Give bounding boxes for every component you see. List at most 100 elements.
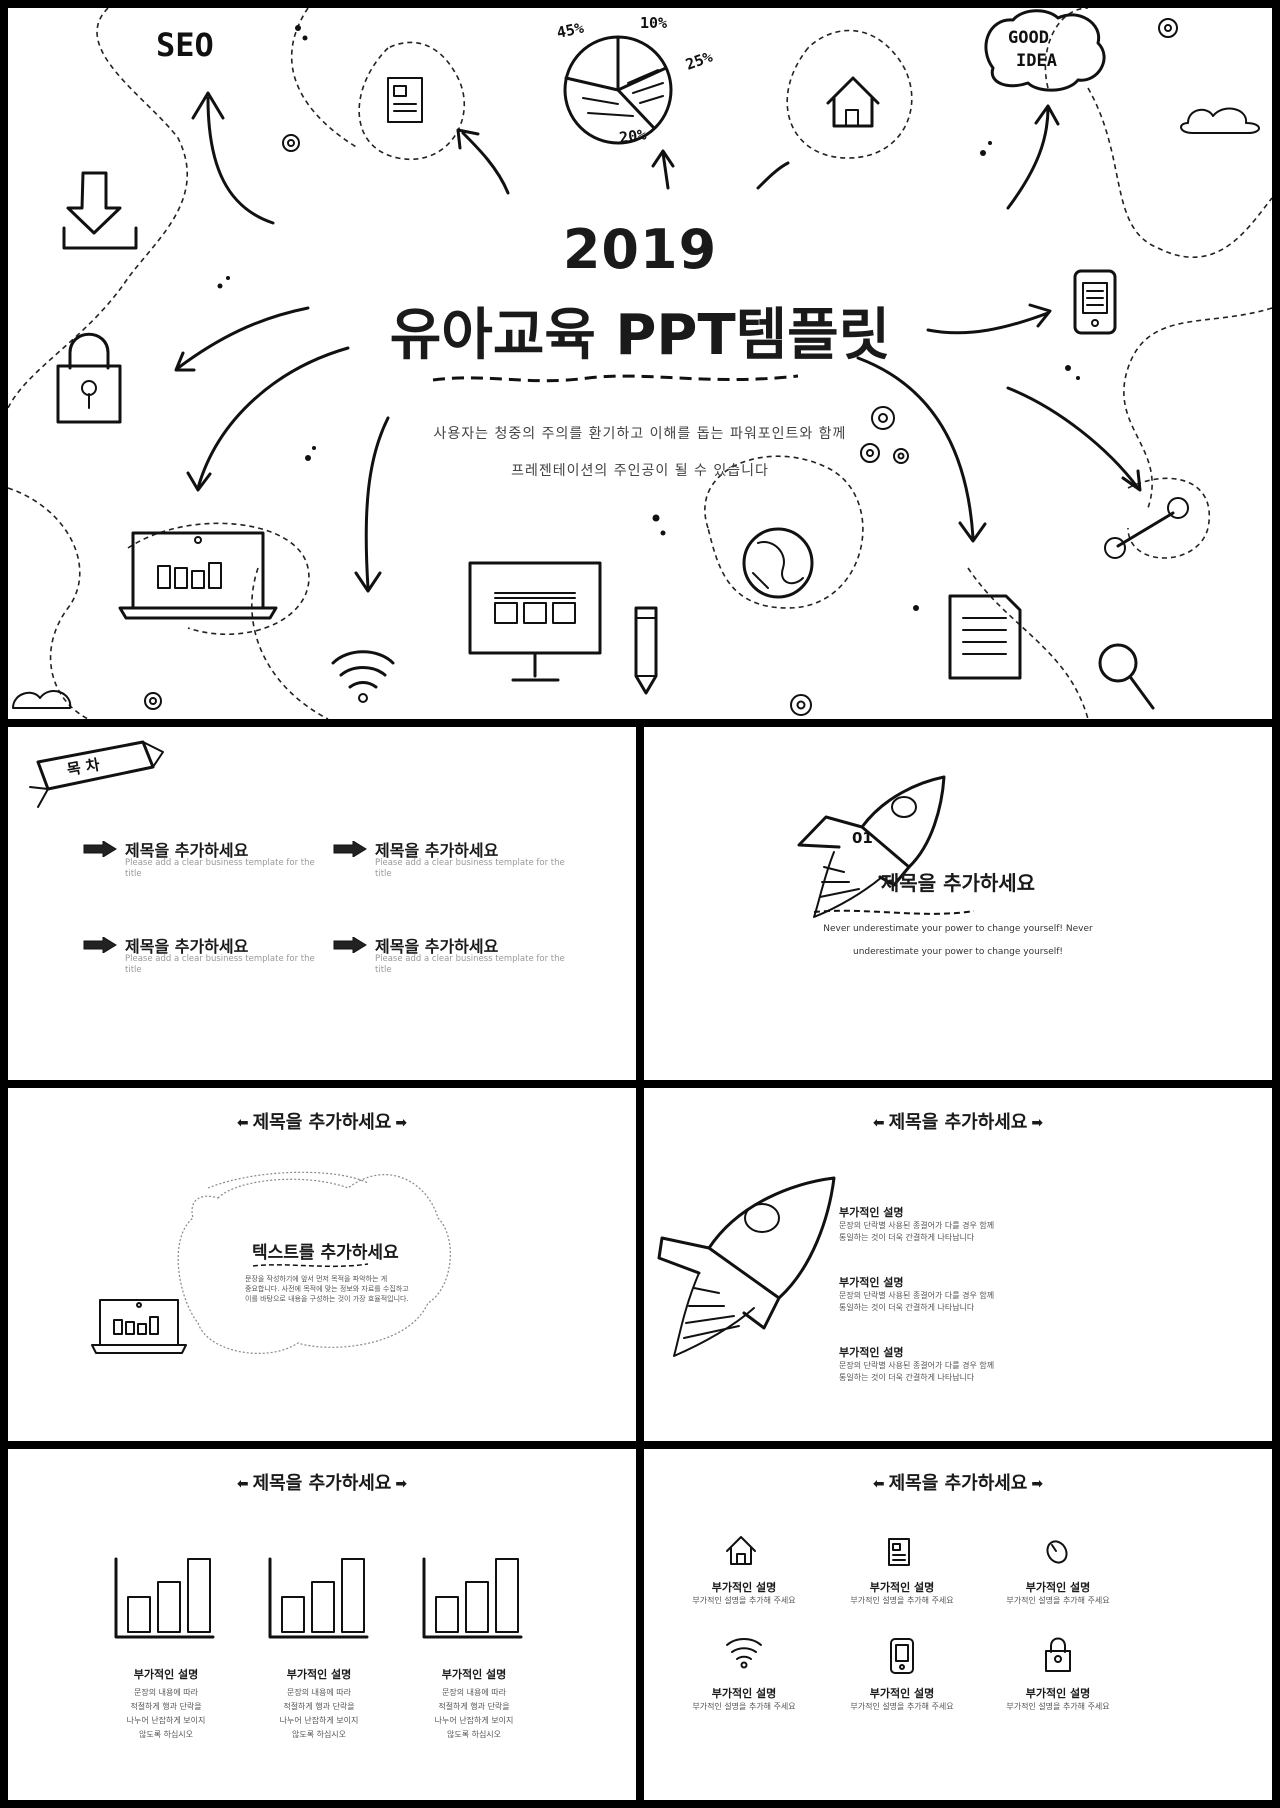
bar-chart-icon [114,1557,215,1639]
pie-label-25: 25% [683,48,715,74]
phone-icon [890,1638,914,1674]
gear-icon [893,448,909,464]
gear-icon [144,692,162,710]
toc-item-title: 제목을 추가하세요 [125,937,249,956]
grid-item-5: 부가적인 설명 부가적인 설명을 추가해 주세요 [822,1685,982,1713]
magnifier-icon [1098,643,1155,710]
arrow-right-icon [83,937,117,953]
file-icon [948,594,1022,680]
caption-line: 않도록 하십시오 [138,1730,194,1739]
caption-text: 문장의 내용에 따라 적절하게 행과 단락을 나누어 난잡하게 보이지 않도록 … [404,1686,544,1742]
globe-icon [742,527,814,599]
wifi-icon [726,1638,762,1669]
grid-item-label: 부가적인 설명 [1025,1687,1091,1700]
phone-icon [1073,269,1117,335]
caption-line: 나누어 난잡하게 보이지 [126,1716,206,1725]
caption-text: 문장의 내용에 따라 적절하게 행과 단락을 나누어 난잡하게 보이지 않도록 … [249,1686,389,1742]
section-number: 01 [852,829,873,847]
scribble-frame [91,1171,451,1354]
item-label: 부가적인 설명 [839,1276,904,1289]
section-title: 제목을 추가하세요 [880,871,1036,895]
pie-label-45: 45% [555,19,585,42]
bar-chart-icon [422,1557,523,1639]
idea-text: IDEA [1016,51,1057,71]
body-line: 이를 바탕으로 내용을 구성하는 것이 가장 효율적입니다. [245,1295,409,1303]
list-item-2: 부가적인 설명 문장의 단락별 사용된 종결어가 다를 경우 함께 통일하는 것… [839,1274,994,1314]
house-icon [726,1536,756,1565]
arrow-right-icon [83,841,117,857]
caption-line: 적절하게 행과 단락을 [283,1702,355,1711]
pie-label-20: 20% [618,125,647,147]
laptop-icon [118,531,278,620]
list-item-3: 부가적인 설명 문장의 단락별 사용된 종결어가 다를 경우 함께 통일하는 것… [839,1344,994,1384]
cover-doodles: SEO 45% 10% 25% 20% [8,8,1272,719]
lock-icon [1045,1637,1071,1672]
body-line: 문장을 작성하기에 앞서 먼저 목적을 파악하는 게 [245,1275,388,1283]
arrow-right-icon [333,841,367,857]
document-icon [387,77,423,123]
text-slide[interactable]: ⬅제목을 추가하세요➡ 텍스트를 추가하세요 문장을 작성하기에 앞서 먼저 목… [8,1088,636,1441]
caption-line: 나누어 난잡하게 보이지 [434,1716,514,1725]
arrow-right-icon: ➡ [1031,1476,1044,1492]
grid-item-desc: 부가적인 설명을 추가해 주세요 [850,1702,954,1711]
cover-slide[interactable]: SEO 45% 10% 25% 20% [8,8,1272,719]
lock-icon [56,332,122,424]
house-icon [826,76,880,128]
item-desc-line: 문장의 단락별 사용된 종결어가 다를 경우 함께 [839,1291,995,1300]
section-slide[interactable]: 01 제목을 추가하세요 Never underestimate your po… [644,727,1272,1080]
item-desc-line: 통일하는 것이 더욱 간결하게 나타납니다 [839,1373,975,1382]
arrow-right-icon: ➡ [395,1115,408,1131]
grid-item-desc: 부가적인 설명을 추가해 주세요 [692,1702,796,1711]
cloud-icon [12,690,72,709]
gear-icon [1158,18,1178,38]
grid-item-label: 부가적인 설명 [711,1581,777,1594]
wifi-icon [331,650,395,703]
toc-item-title: 제목을 추가하세요 [125,841,249,860]
chart-icons-slide[interactable]: ⬅제목을 추가하세요➡ 부가적인 설명 문장의 내용에 따라 적절하게 행과 단… [8,1449,636,1800]
toc-slide[interactable]: 목 차 제목을 추가하세요 Please add a clear busines… [8,727,636,1080]
item-label: 부가적인 설명 [839,1206,904,1219]
toc-item-desc: Please add a clear business template for… [125,954,315,975]
icon-grid-slide[interactable]: ⬅제목을 추가하세요➡ [644,1449,1272,1800]
caption-line: 나누어 난잡하게 보이지 [279,1716,359,1725]
monitor-icon [468,561,602,682]
laptop-icon [91,1299,187,1354]
grid-item-3: 부가적인 설명 부가적인 설명을 추가해 주세요 [978,1579,1138,1607]
cloud-icon [1180,107,1260,134]
item-desc-line: 통일하는 것이 더욱 간결하게 나타납니다 [839,1303,975,1312]
grid-item-desc: 부가적인 설명을 추가해 주세요 [1006,1596,1110,1605]
item-desc-line: 문장의 단락별 사용된 종결어가 다를 경우 함께 [839,1361,995,1370]
rocket-list-slide[interactable]: ⬅제목을 추가하세요➡ 부가적인 설명 문장의 단락별 사용된 종결어가 다를 … [644,1088,1272,1441]
rocket-icon: 01 [797,775,975,918]
slide-title-text: 제목을 추가하세요 [252,1473,392,1494]
caption-text: 문장의 내용에 따라 적절하게 행과 단락을 나누어 난잡하게 보이지 않도록 … [96,1686,236,1742]
chart-caption-3: 부가적인 설명 문장의 내용에 따라 적절하게 행과 단락을 나누어 난잡하게 … [404,1666,544,1742]
bar-chart-icons [114,1557,523,1639]
slide-title-text: 제목을 추가하세요 [888,1112,1028,1133]
toc-banner: 목 차 [29,740,164,808]
cover-year: 2019 [562,218,718,281]
toc-item-title: 제목을 추가하세요 [375,841,499,860]
download-icon [62,171,138,250]
icon-grid [726,1536,1071,1674]
grid-item-desc: 부가적인 설명을 추가해 주세요 [692,1596,796,1605]
caption-label: 부가적인 설명 [441,1668,507,1681]
cover-subtitle-line-1: 사용자는 청중의 주의를 환기하고 이해를 돕는 파워포인트와 함께 [433,426,847,442]
wrench-icon [1104,497,1189,559]
caption-line: 않도록 하십시오 [291,1730,347,1739]
toc-banner-text: 목 차 [66,755,102,778]
bar-chart-icon [268,1557,369,1639]
gear-icon [860,443,880,463]
slide-title: ⬅제목을 추가하세요➡ [644,1108,1272,1134]
arrow-left-icon: ⬅ [872,1476,885,1492]
rocket-icon [657,1176,836,1357]
list-item-1: 부가적인 설명 문장의 단락별 사용된 종결어가 다를 경우 함께 통일하는 것… [839,1204,994,1244]
arrow-right-icon: ➡ [1031,1115,1044,1131]
mouse-icon [1046,1540,1068,1564]
good-text: GOOD [1008,28,1049,48]
chart-caption-1: 부가적인 설명 문장의 내용에 따라 적절하게 행과 단락을 나누어 난잡하게 … [96,1666,236,1742]
caption-label: 부가적인 설명 [286,1668,352,1681]
toc-item-desc: Please add a clear business template for… [375,954,565,975]
pencil-icon [634,606,658,695]
chart-caption-2: 부가적인 설명 문장의 내용에 따라 적절하게 행과 단락을 나누어 난잡하게 … [249,1666,389,1742]
